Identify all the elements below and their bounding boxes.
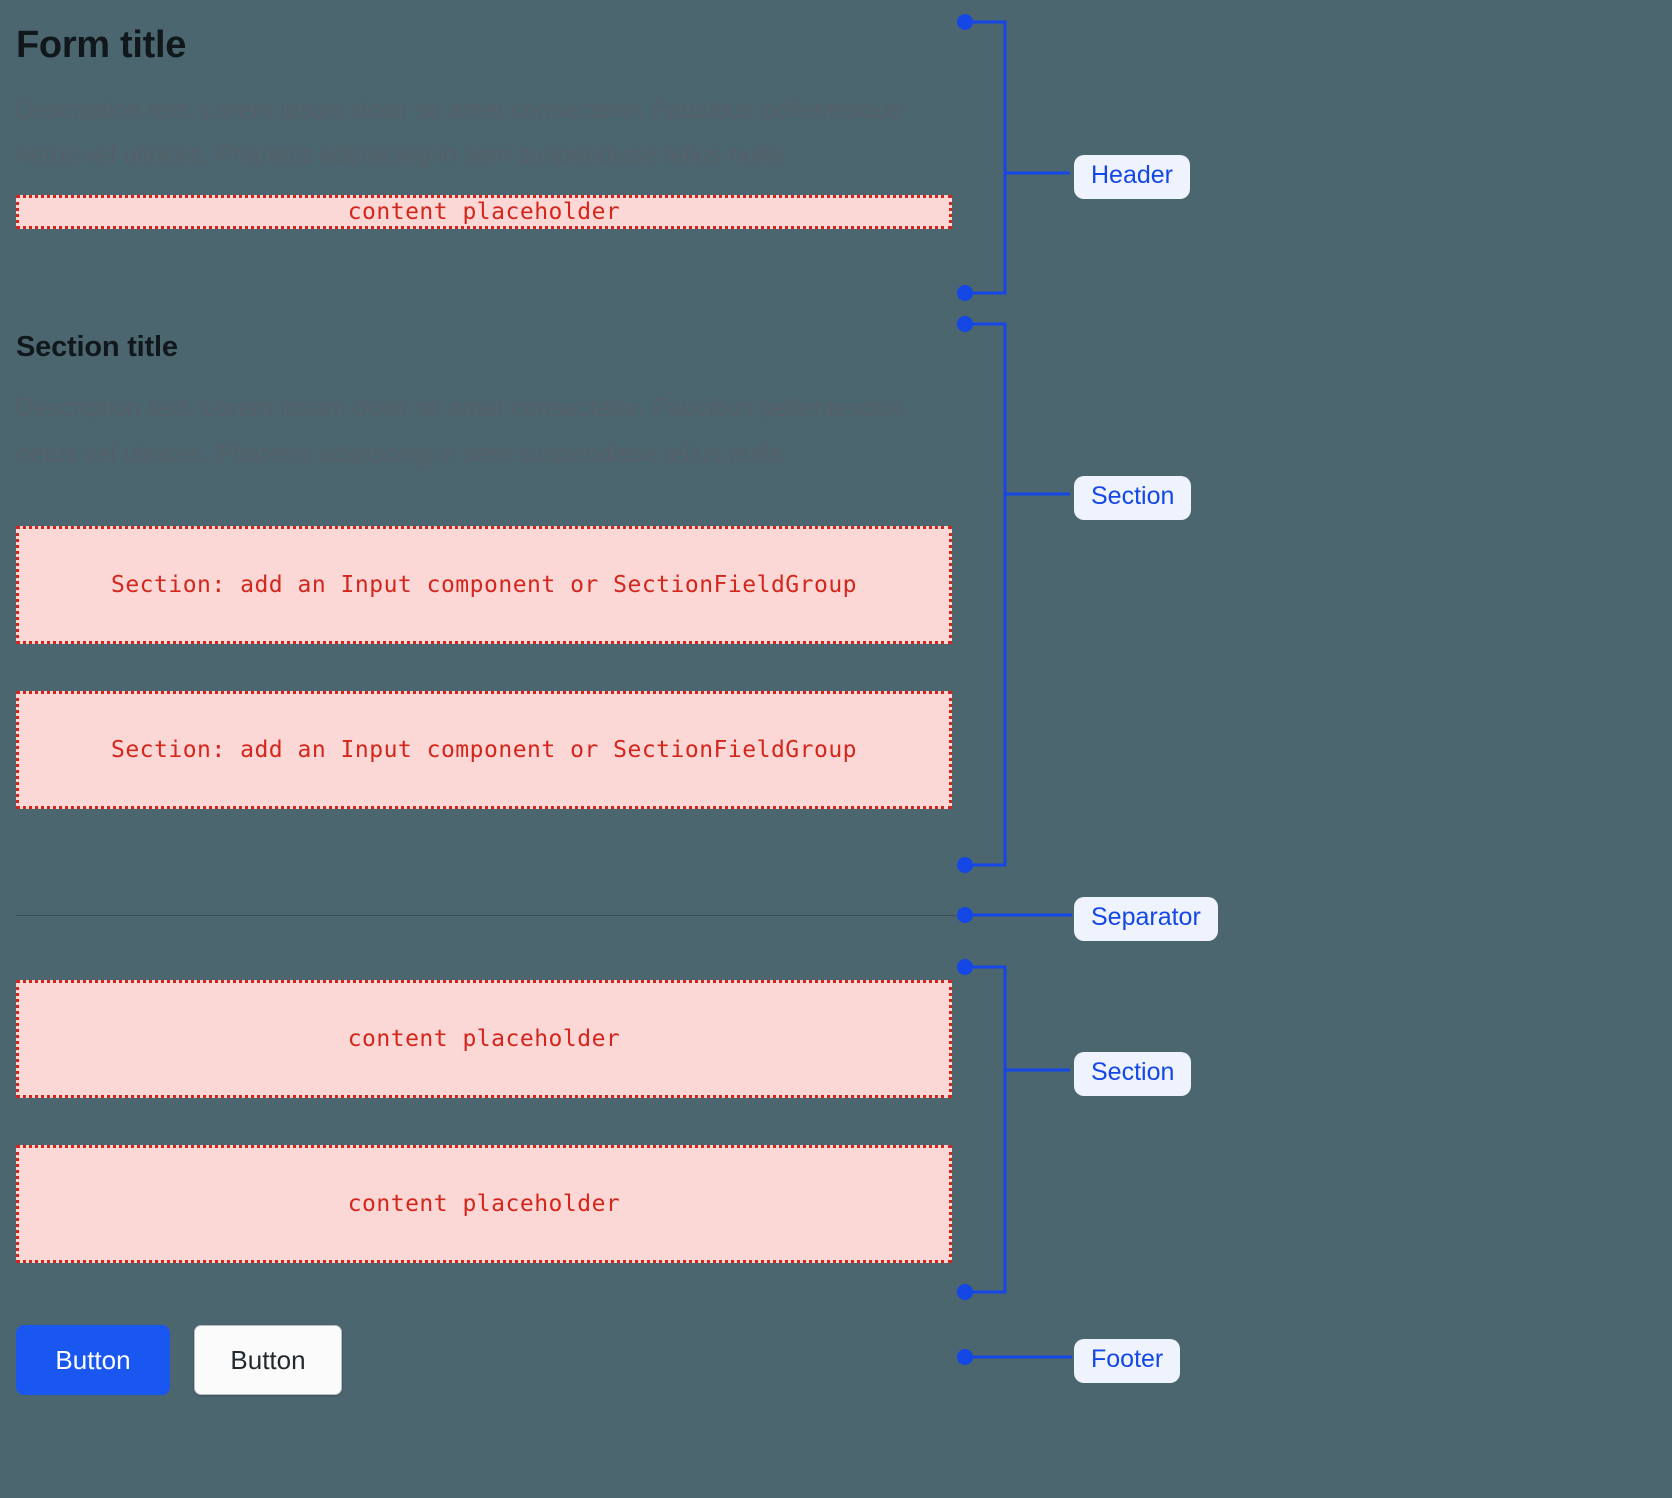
- anchor-dot-header-bottom: [957, 285, 973, 301]
- annotation-label-header[interactable]: Header: [1074, 155, 1190, 199]
- anchor-dot-footer: [957, 1349, 973, 1365]
- form-header: Form title Description text. Lorem ipsum…: [16, 24, 1016, 229]
- section-one-title: Section title: [16, 331, 178, 363]
- primary-button[interactable]: Button: [16, 1325, 170, 1395]
- header-description: Description text. Lorem ipsum dolor sit …: [16, 95, 903, 170]
- page-title: Form title: [16, 24, 187, 66]
- anchor-dot-section-two-top: [957, 959, 973, 975]
- section-field-placeholder-1: Section: add an Input component or Secti…: [16, 526, 952, 645]
- section-two: content placeholder content placeholder: [16, 980, 1016, 1263]
- anchor-dot-section-one-top: [957, 316, 973, 332]
- section-one-description: Description text. Lorem ipsum dolor sit …: [16, 394, 903, 468]
- annotation-label-section-one[interactable]: Section: [1074, 476, 1192, 520]
- annotation-label-separator[interactable]: Separator: [1074, 897, 1218, 941]
- section-one: Section title Description text. Lorem ip…: [16, 331, 1016, 810]
- header-content-placeholder: content placeholder: [16, 194, 952, 229]
- section-two-placeholder-1: content placeholder: [16, 980, 952, 1098]
- annotation-label-footer[interactable]: Footer: [1074, 1339, 1181, 1383]
- section-two-placeholder-2: content placeholder: [16, 1145, 952, 1263]
- secondary-button[interactable]: Button: [194, 1325, 342, 1395]
- annotation-label-section-two[interactable]: Section: [1074, 1052, 1192, 1096]
- anchor-dot-section-two-bottom: [957, 1284, 973, 1300]
- separator: [16, 915, 968, 916]
- anchor-dot-section-one-bottom: [957, 857, 973, 873]
- section-field-placeholder-2: Section: add an Input component or Secti…: [16, 691, 952, 810]
- form-footer: Button Button: [16, 1325, 342, 1395]
